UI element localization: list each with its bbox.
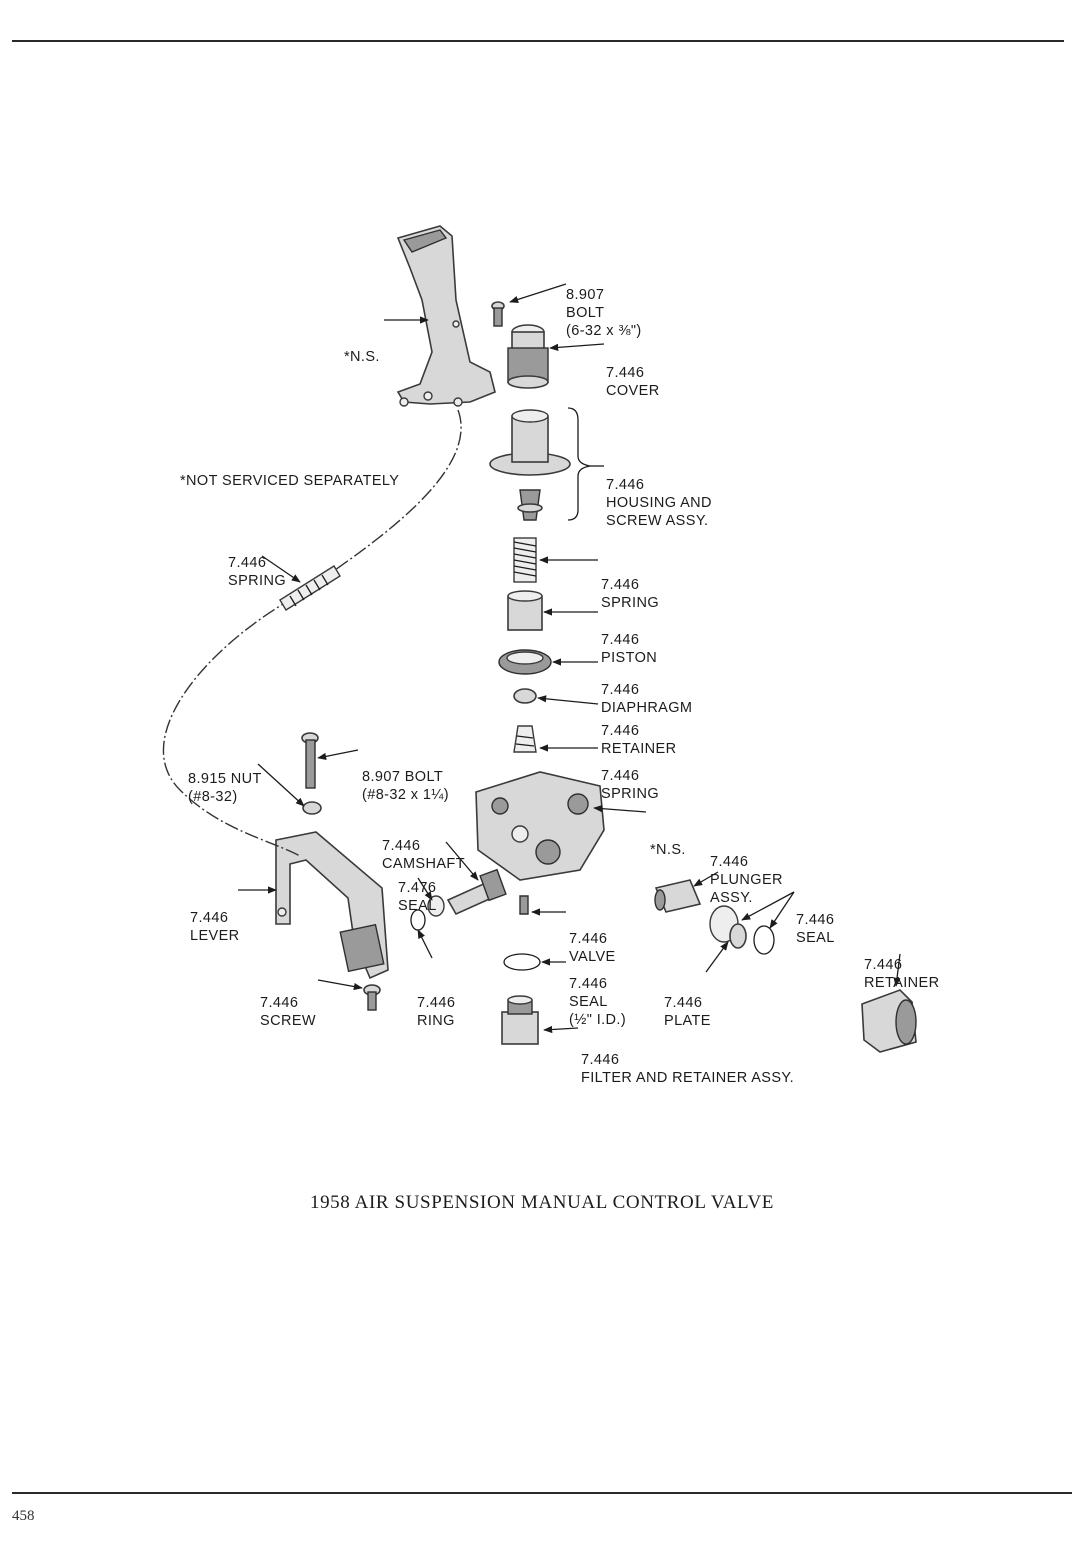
- bolt-lower-part: [301, 732, 322, 815]
- spring-lower-part: [513, 725, 537, 753]
- page-number: 458: [12, 1508, 35, 1524]
- figure-caption: 1958 AIR SUSPENSION MANUAL CONTROL VALVE: [309, 1192, 775, 1213]
- filter-part: [501, 995, 539, 1045]
- cover-part: [507, 324, 549, 389]
- spring-cable-part: [279, 565, 341, 611]
- camshaft-part: [446, 868, 507, 916]
- housing-part: [489, 409, 571, 521]
- spring-upper-part: [513, 537, 537, 583]
- lever-part: [275, 831, 389, 980]
- valve-part: [519, 895, 529, 915]
- label-not-serviced-note: *NOT SERVICED SEPARATELY: [180, 473, 400, 489]
- valve-body-part: [475, 771, 605, 881]
- seal-half-part: [503, 953, 541, 971]
- plunger-part: [654, 879, 702, 913]
- label-ns-body: *N.S.: [650, 842, 686, 858]
- diaphragm-part: [498, 649, 552, 675]
- bottom-rule: [12, 1492, 1072, 1494]
- label-nut: 8.915 NUT(#8-32): [188, 771, 262, 805]
- bolt-top-part: [491, 301, 505, 327]
- screw-part: [363, 984, 381, 1011]
- seal-pair-part: [709, 905, 775, 955]
- label-bolt-lower: 8.907 BOLT(#8-32 x 1¼): [362, 769, 450, 803]
- retainer-small-part: [513, 688, 537, 704]
- label-ns-bracket: *N.S.: [344, 349, 380, 365]
- seal-camshaft-part: [427, 895, 445, 917]
- control-cable: [162, 409, 462, 857]
- mounting-bracket: [396, 225, 496, 407]
- retainer-large-part: [861, 989, 917, 1053]
- top-rule: [12, 40, 1064, 42]
- piston-part: [507, 590, 543, 631]
